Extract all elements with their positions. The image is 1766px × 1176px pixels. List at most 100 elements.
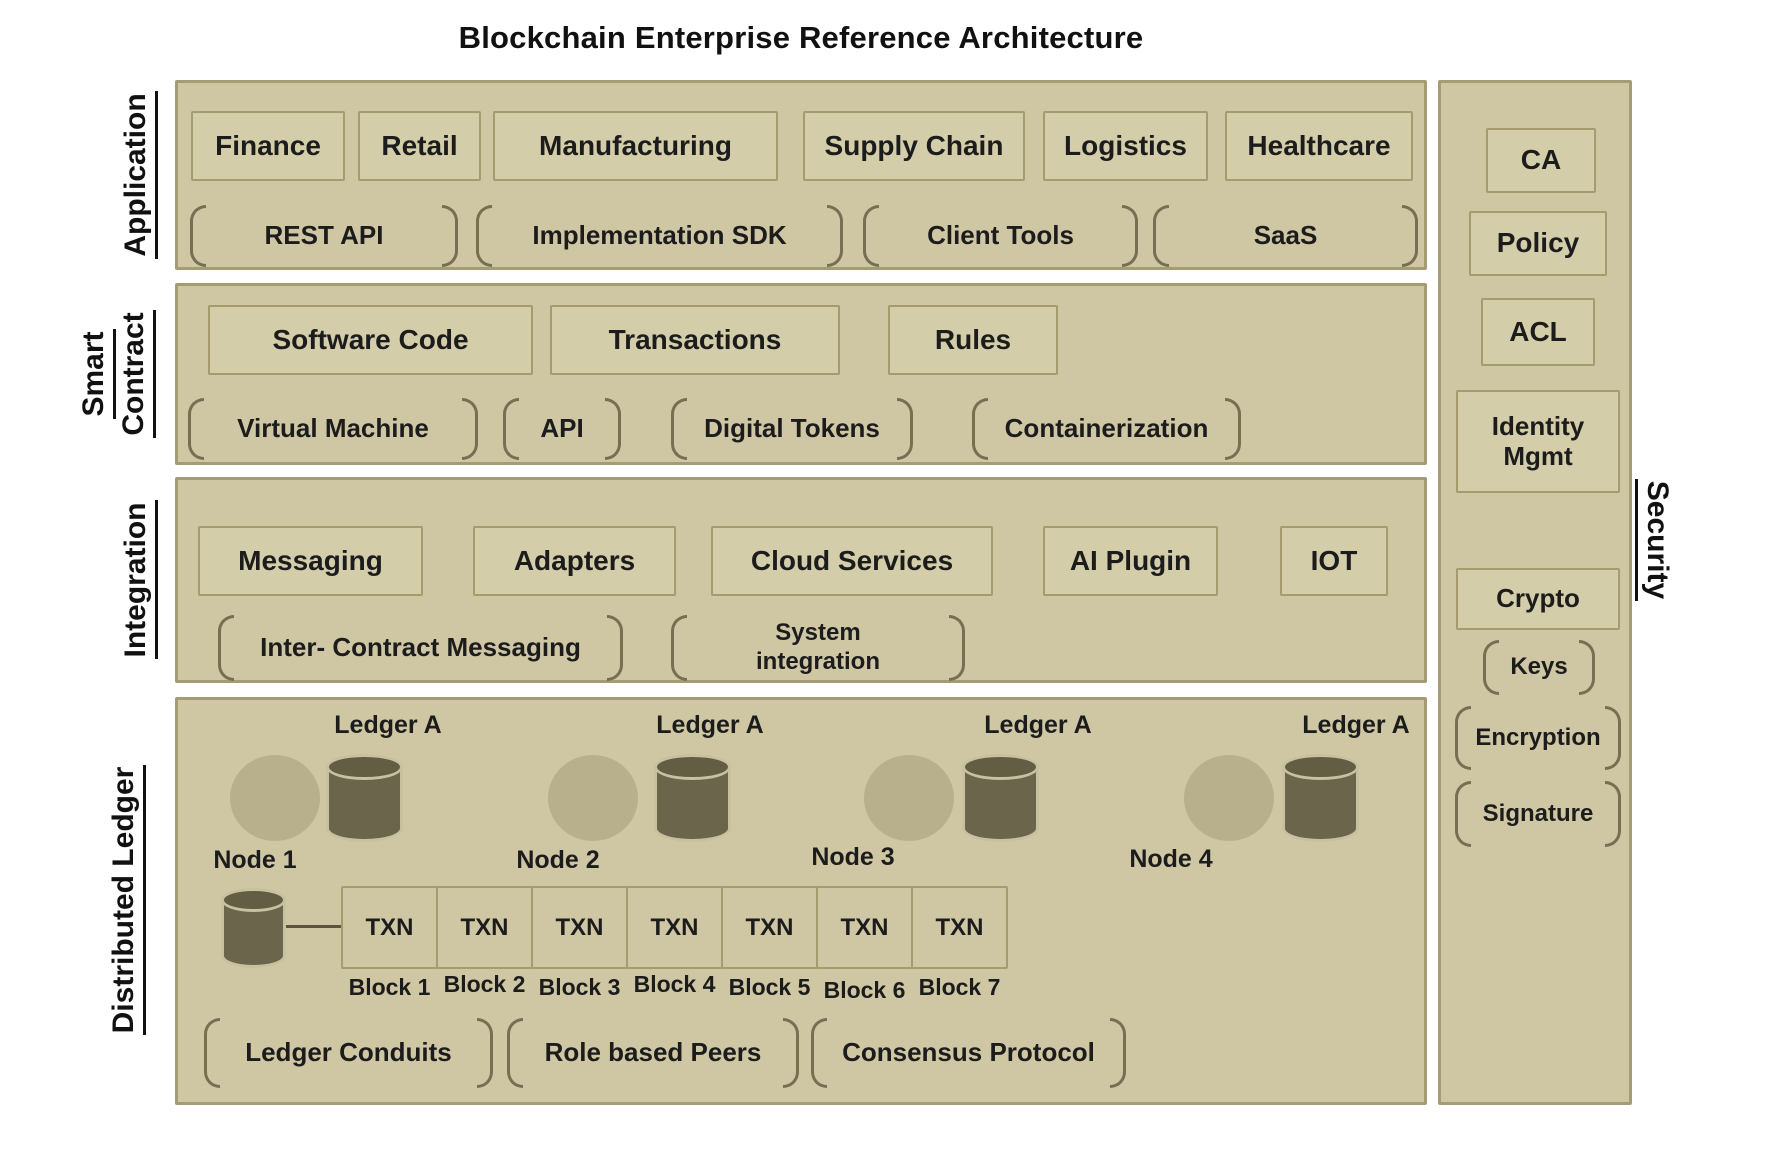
bracket-hook-left — [1455, 706, 1471, 770]
bracket-keys: Keys — [1483, 640, 1595, 695]
ledger-label: Ledger A — [1302, 711, 1410, 739]
integration-layer-label: Integration — [118, 495, 162, 665]
bracket-hook-left — [503, 398, 519, 460]
distributed-ledger-layer: Ledger A Node 1 Ledger A Node 2 Ledger A… — [175, 697, 1427, 1105]
bracket-label: Encryption — [1475, 723, 1601, 751]
bracket-hook-right — [949, 615, 965, 681]
bracket-hook-left — [671, 615, 687, 681]
bracket-label: Client Tools — [927, 220, 1074, 251]
ledger-label: Ledger A — [334, 711, 442, 739]
security-label-text: Security — [1635, 478, 1675, 602]
box-policy: Policy — [1469, 211, 1607, 276]
distributed-ledger-label-text: Distributed Ledger — [106, 764, 146, 1036]
cylinder-top — [654, 754, 731, 781]
bracket-label: REST API — [264, 220, 384, 251]
bracket-hook-right — [1402, 205, 1418, 267]
txn-block-6: TXN — [816, 886, 913, 969]
box-messaging: Messaging — [198, 526, 423, 596]
cylinder-top — [962, 754, 1039, 781]
node-label: Node 4 — [1129, 845, 1213, 873]
smart-label-text: Smart — [76, 329, 116, 419]
chain-connector-line — [286, 925, 343, 928]
bracket-label: Virtual Machine — [237, 413, 429, 444]
bracket-hook-left — [1153, 205, 1169, 267]
bracket-hook-left — [972, 398, 988, 460]
box-logistics: Logistics — [1043, 111, 1208, 181]
bracket-hook-left — [671, 398, 687, 460]
box-rules: Rules — [888, 305, 1058, 375]
bracket-label-text: System integration — [756, 619, 880, 675]
box-manufacturing: Manufacturing — [493, 111, 778, 181]
txn-block-3: TXN — [531, 886, 628, 969]
application-layer-label: Application — [118, 75, 162, 275]
bracket-hook-right — [1579, 640, 1595, 695]
node-label: Node 1 — [213, 846, 297, 874]
application-label-text: Application — [118, 91, 158, 259]
node-circle-icon — [1184, 755, 1274, 841]
bracket-label: Ledger Conduits — [245, 1037, 452, 1068]
chain-database-icon — [221, 888, 286, 968]
bracket-implementation-sdk: Implementation SDK — [476, 205, 843, 267]
block-label-2: Block 2 — [443, 971, 526, 997]
bracket-label: Consensus Protocol — [842, 1037, 1095, 1068]
node-circle-icon — [864, 755, 954, 841]
ledger-label: Ledger A — [656, 711, 764, 739]
box-iot: IOT — [1280, 526, 1388, 596]
txn-block-2: TXN — [436, 886, 533, 969]
box-adapters: Adapters — [473, 526, 676, 596]
cylinder-top — [221, 888, 286, 912]
bracket-signature: Signature — [1455, 781, 1621, 847]
box-healthcare: Healthcare — [1225, 111, 1413, 181]
bracket-hook-right — [827, 205, 843, 267]
txn-block-4: TXN — [626, 886, 723, 969]
ledger-database-icon — [654, 754, 731, 842]
box-cloud-services: Cloud Services — [711, 526, 993, 596]
bracket-label: Keys — [1510, 653, 1568, 681]
bracket-label: Containerization — [1004, 413, 1209, 444]
bracket-hook-right — [442, 205, 458, 267]
ledger-database-icon — [1282, 754, 1359, 842]
integration-layer: Messaging Adapters Cloud Services AI Plu… — [175, 477, 1427, 683]
diagram-title: Blockchain Enterprise Reference Architec… — [458, 20, 1144, 55]
smart-contract-layer: Software Code Transactions Rules Virtual… — [175, 283, 1427, 465]
bracket-inter-contract-messaging: Inter- Contract Messaging — [218, 615, 623, 681]
bracket-containerization: Containerization — [972, 398, 1241, 460]
security-column-label: Security — [1631, 450, 1675, 630]
box-software-code: Software Code — [208, 305, 533, 375]
box-crypto: Crypto — [1456, 568, 1620, 630]
contract-label-text: Contract — [116, 310, 156, 438]
bracket-label: Digital Tokens — [704, 413, 880, 444]
bracket-role-based-peers: Role based Peers — [507, 1018, 799, 1088]
bracket-hook-left — [811, 1018, 827, 1088]
txn-block-1: TXN — [341, 886, 438, 969]
bracket-hook-left — [204, 1018, 220, 1088]
bracket-hook-right — [783, 1018, 799, 1088]
box-finance: Finance — [191, 111, 345, 181]
bracket-hook-right — [1110, 1018, 1126, 1088]
bracket-hook-left — [1483, 640, 1499, 695]
ledger-label: Ledger A — [984, 711, 1092, 739]
txn-block-5: TXN — [721, 886, 818, 969]
block-label-6: Block 6 — [823, 977, 906, 1003]
bracket-client-tools: Client Tools — [863, 205, 1138, 267]
bracket-hook-right — [1605, 781, 1621, 847]
bracket-hook-left — [190, 205, 206, 267]
bracket-label: Signature — [1482, 799, 1594, 827]
bracket-hook-left — [188, 398, 204, 460]
node-label: Node 2 — [516, 846, 600, 874]
bracket-hook-left — [507, 1018, 523, 1088]
node-circle-icon — [230, 755, 320, 841]
box-acl: ACL — [1481, 298, 1595, 366]
bracket-label: Role based Peers — [544, 1037, 762, 1068]
bracket-encryption: Encryption — [1455, 706, 1621, 770]
bracket-hook-left — [863, 205, 879, 267]
bracket-consensus-protocol: Consensus Protocol — [811, 1018, 1126, 1088]
bracket-hook-right — [1605, 706, 1621, 770]
bracket-ledger-conduits: Ledger Conduits — [204, 1018, 493, 1088]
bracket-label: Implementation SDK — [532, 220, 787, 251]
box-transactions: Transactions — [550, 305, 840, 375]
block-label-5: Block 5 — [728, 974, 811, 1000]
application-layer: Finance Retail Manufacturing Supply Chai… — [175, 80, 1427, 270]
bracket-hook-right — [607, 615, 623, 681]
